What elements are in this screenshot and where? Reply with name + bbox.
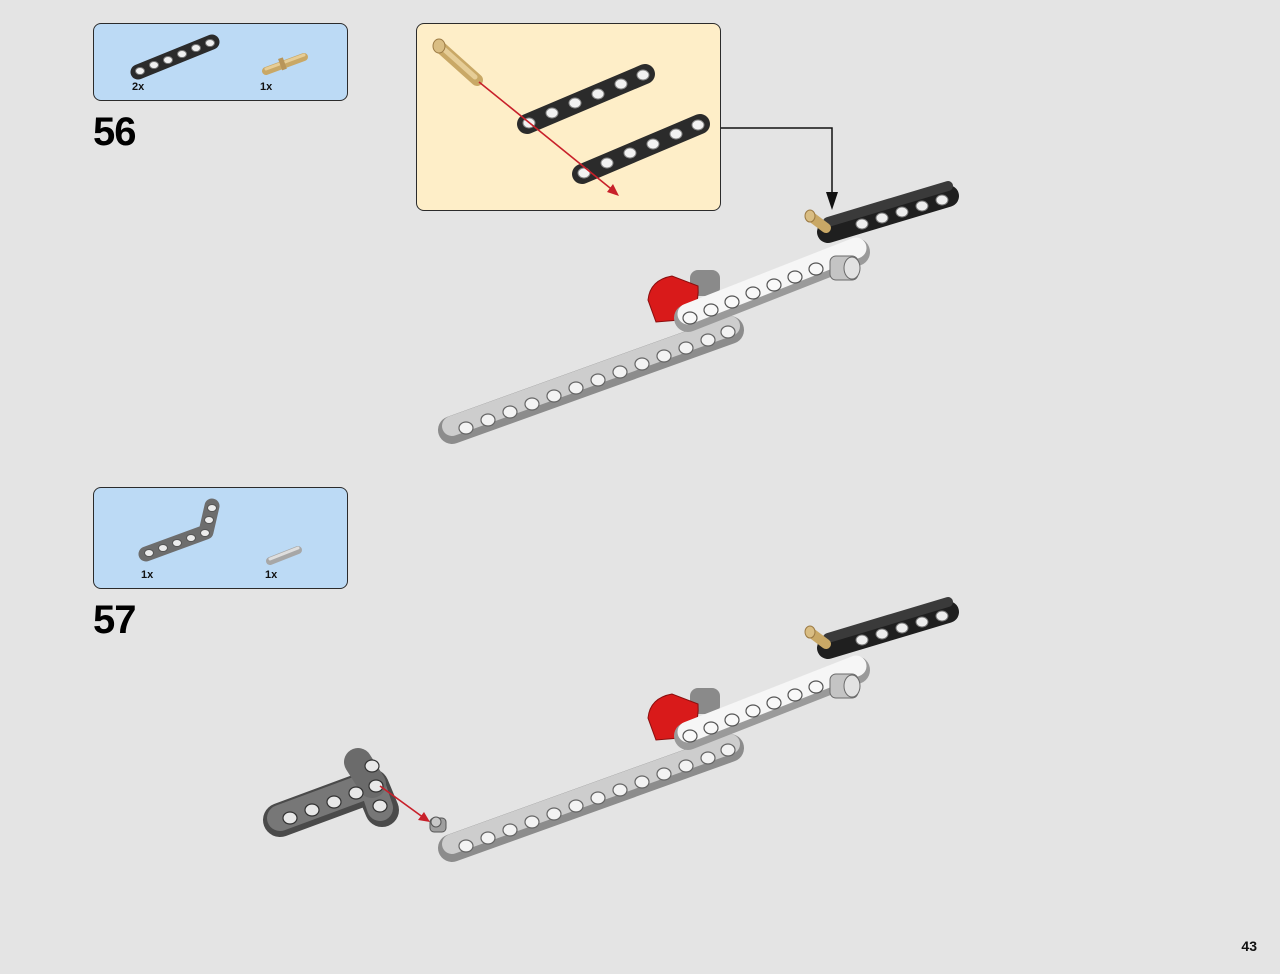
part-quantity: 1x <box>141 569 154 581</box>
insertion-arrow-icon <box>379 785 430 822</box>
page-number: 43 <box>1241 938 1257 954</box>
subassembly-callout <box>416 23 721 211</box>
white-beam <box>674 237 870 332</box>
tan-pin-part-icon <box>262 53 308 75</box>
insertion-arrow-icon <box>478 81 619 196</box>
black-beam-pair <box>817 181 959 243</box>
black-beam-icon <box>572 114 710 184</box>
light-gray-pin <box>429 816 447 833</box>
tan-pin-icon <box>432 38 483 86</box>
tan-pin <box>804 209 831 233</box>
light-gray-beam-long <box>438 734 744 862</box>
black-beam-pair <box>817 597 959 659</box>
step-number: 57 <box>93 598 136 642</box>
parts-list-step-56: 2x 1x <box>93 23 348 101</box>
black-beam-icon <box>517 64 655 134</box>
tan-pin <box>804 625 831 649</box>
parts-illustration-56 <box>130 34 308 80</box>
parts-list-step-57: 1x 1x <box>93 487 348 589</box>
gray-bush <box>829 255 861 281</box>
part-quantity: 2x <box>132 81 145 93</box>
light-gray-beam-long <box>438 316 744 444</box>
part-quantity: 1x <box>260 81 273 93</box>
part-quantity: 1x <box>265 569 278 581</box>
parts-illustration-57 <box>138 498 302 565</box>
dark-gray-L-beam <box>263 748 399 837</box>
step-57-assembly <box>263 597 959 862</box>
black-beam-part-icon <box>130 34 220 80</box>
white-beam <box>674 655 870 750</box>
dark-gray-L-beam-part-icon <box>138 498 220 562</box>
gray-bush <box>829 673 861 699</box>
step-number: 56 <box>93 110 136 154</box>
callout-connector-arrow <box>721 127 838 210</box>
step-56-assembly <box>438 181 959 444</box>
callout-illustration <box>432 38 710 196</box>
light-gray-pin-part-icon <box>266 546 302 565</box>
